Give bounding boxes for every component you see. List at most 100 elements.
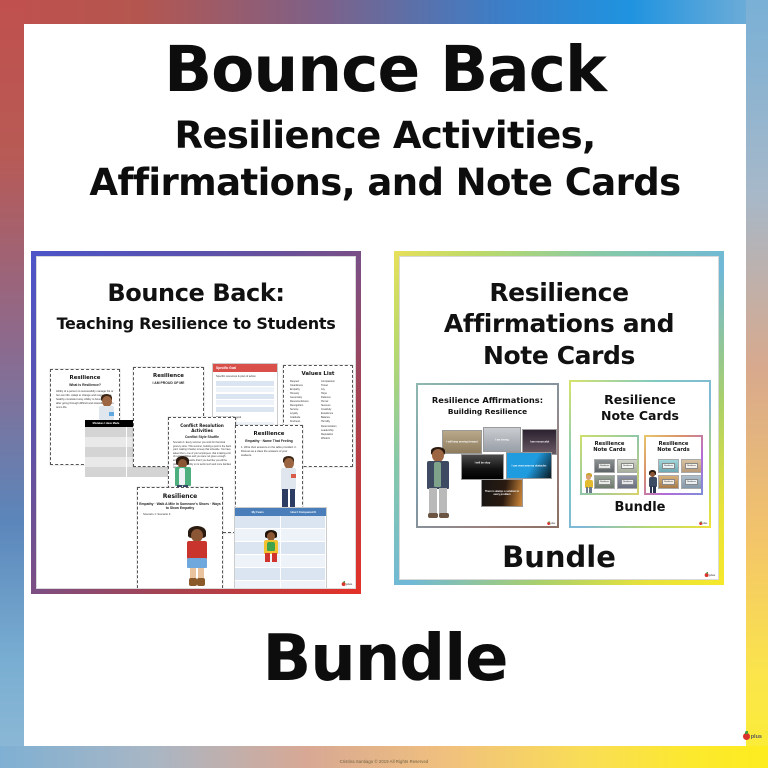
values-item: Respect	[290, 380, 300, 383]
affirmation-text: I am strong	[495, 437, 509, 441]
thumbnail-notecards-inner: Resilience Note Cards Resilience Note Ca…	[571, 382, 709, 526]
frame-border-top	[0, 0, 768, 24]
tpt-logo-text: plus	[345, 582, 352, 586]
table-row	[235, 516, 326, 529]
thumbnail-resilience-affirmations[interactable]: Resilience Affirmations: Building Resili…	[416, 383, 559, 528]
values-item: Travel	[321, 384, 328, 388]
notecards-subthumb-2[interactable]: Resilience Note Cards Resilience Resilie…	[644, 435, 703, 495]
notecards-subthumb-1-inner: Resilience Note Cards Resilience Resilie…	[582, 437, 637, 493]
tpt-logo-right-card: plus	[704, 572, 715, 577]
product-card-left-inner: Bounce Back: Teaching Resilience to Stud…	[36, 256, 356, 589]
note-card-label: Resilience	[620, 463, 635, 469]
poster-title-sub: Resilience Activities, Affirmations, and…	[24, 112, 746, 207]
copyright-text: Cristina Santiago © 2019 All Rights Rese…	[339, 759, 429, 764]
clipart-person-girl-notecards	[648, 470, 657, 493]
notecards-thumb-bundle-word: Bundle	[614, 500, 666, 515]
values-item: Joy	[321, 388, 325, 392]
values-item: Kindness	[290, 420, 301, 424]
affirmation-image-3: I am resourceful	[522, 429, 557, 455]
values-item: Service	[290, 408, 299, 412]
note-card-label: Resilience	[597, 479, 612, 485]
thumbnail-resilience-note-cards[interactable]: Resilience Note Cards Resilience Note Ca…	[569, 380, 711, 528]
affirmation-text: I will be okay	[474, 461, 491, 465]
table-row	[235, 581, 326, 588]
product-cards-row: Bounce Back: Teaching Resilience to Stud…	[24, 251, 746, 601]
note-card-label: Resilience	[620, 479, 635, 485]
note-card: Resilience	[617, 475, 637, 489]
right-card-title: Resilience Affirmations and Note Cards	[400, 277, 718, 371]
worksheet-body: Scenario 1: Scenario 2:	[143, 513, 171, 516]
product-card-right-inner: Resilience Affirmations and Note Cards R…	[399, 256, 719, 580]
table-row	[85, 467, 169, 478]
values-item: Leadership	[321, 428, 334, 432]
values-item: Resourcefulness	[290, 400, 309, 404]
table-row	[235, 568, 326, 581]
note-card-label: Resilience	[661, 479, 676, 485]
poster-title-sub-line2: Affirmations, and Note Cards	[89, 161, 681, 205]
values-item: Humility	[321, 420, 330, 424]
poster-canvas: Bounce Back Resilience Activities, Affir…	[24, 24, 746, 746]
worksheet-title: Conflict Resolution Activities	[180, 423, 224, 433]
notecards-subthumb-2-inner: Resilience Note Cards Resilience Resilie…	[646, 437, 701, 493]
values-item: Gratitude	[290, 416, 301, 420]
affirmation-text: I am resourceful	[529, 440, 550, 444]
apple-icon	[341, 581, 346, 586]
subthumb-title-line2: Note Cards	[657, 447, 690, 453]
apple-icon	[704, 572, 709, 577]
affirmation-image-6: There is always a solution to every prob…	[481, 479, 523, 507]
worksheet-empathy: Resilience Empathy · Walk A Mile In Some…	[137, 487, 223, 589]
affirmation-text: I will keep moving forward	[446, 440, 478, 444]
worksheet-title: Resilience	[153, 373, 184, 379]
tpt-logo-text: plus	[750, 733, 762, 740]
right-card-bundle-word: Bundle	[502, 540, 616, 574]
values-item: Wisdom	[321, 436, 331, 440]
values-item: Hope	[321, 392, 327, 396]
product-card-resilience-activities[interactable]: Bounce Back: Teaching Resilience to Stud…	[31, 251, 361, 594]
product-card-affirmations-notecards[interactable]: Resilience Affirmations and Note Cards R…	[394, 251, 724, 585]
table-row	[235, 529, 326, 542]
worksheet-subtitle: Empathy · Name That Feeling	[245, 439, 293, 443]
goal-form-row	[216, 387, 274, 392]
values-item: Honesty	[290, 392, 300, 396]
goal-form-row	[216, 406, 274, 412]
apple-icon	[698, 521, 702, 525]
worksheet-title: Resilience	[162, 493, 198, 500]
clipart-person-boy-2	[280, 456, 297, 514]
goal-form-row	[216, 393, 274, 399]
subthumb-title-line2: Note Cards	[593, 447, 626, 453]
values-item: Excellence	[321, 412, 334, 416]
note-card: Resilience	[681, 475, 701, 489]
goal-form-label-top: Specific resources & plan of action	[216, 375, 256, 378]
values-item: Loyalty	[290, 412, 298, 416]
right-card-title-line1: Resilience	[489, 278, 629, 307]
affirmation-image-5: I can overcome my obstacles	[506, 452, 552, 479]
note-card: Resilience	[681, 459, 701, 473]
subthumb-title-line1: Resilience	[658, 441, 689, 447]
right-card-title-line3: Note Cards	[482, 340, 636, 370]
affirmation-image-1: I will keep moving forward	[442, 430, 482, 454]
tpt-logo-text: plus	[702, 522, 707, 525]
subthumb-title-line1: Resilience	[594, 441, 625, 447]
worksheet-body: Ability of a person to successfully mana…	[56, 390, 114, 410]
table-my-fears: My Fears How I Conquered It	[234, 507, 327, 588]
note-card-label: Resilience	[684, 479, 699, 485]
note-card: Resilience	[658, 459, 679, 473]
note-card: Resilience	[594, 459, 615, 473]
apple-icon	[742, 731, 750, 740]
worksheet-subtitle: I AM PROUD OF ME	[152, 381, 185, 385]
affirmations-thumb-title-line2: Building Resilience	[447, 407, 528, 416]
worksheet-footer	[138, 588, 222, 589]
note-card: Resilience	[617, 459, 637, 473]
values-item: Generosity	[290, 396, 303, 400]
values-item: Empathy	[290, 388, 300, 392]
table-my-fears-col2: How I Conquered It	[290, 510, 316, 514]
clipart-person-girl-2	[186, 526, 208, 588]
table-mistakes-col1: Mistakes I Have Made	[92, 422, 120, 425]
values-item: Compassion	[321, 380, 335, 383]
values-item: Reputation	[321, 432, 334, 436]
notecards-subthumb-1[interactable]: Resilience Note Cards Resilience Resilie…	[580, 435, 639, 495]
thumbnail-affirmations-inner: Resilience Affirmations: Building Resili…	[418, 385, 557, 526]
